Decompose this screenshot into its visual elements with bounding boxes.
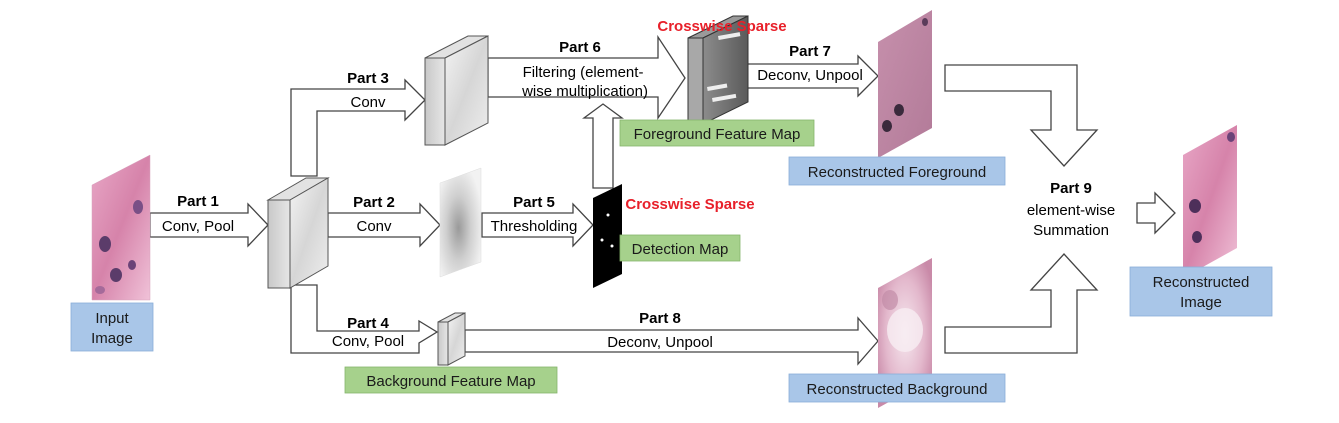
reconstructed-background-box [788,373,1006,403]
reconstructed-image-box [1129,266,1273,317]
part4-title: Part 4 [347,315,389,332]
input-image [91,154,151,301]
part2-title: Part 2 [353,194,395,211]
input-image-label-1: Input [95,310,129,327]
part5-title: Part 5 [513,194,555,211]
detection-map-box [619,234,741,262]
part6-desc-1: Filtering (element- [523,64,644,81]
arrow-part7 [744,54,879,98]
background-feature-map-box [344,366,558,394]
part9-desc-1: element-wise [1027,202,1115,219]
input-image-box [70,302,154,352]
part4-desc: Conv, Pool [332,333,404,350]
detection-map-label: Detection Map [632,241,729,258]
part2-feature-map [439,167,482,278]
crosswise-sparse-top: Crosswise Sparse [657,18,786,35]
part1-title: Part 1 [177,193,219,210]
part3-title: Part 3 [347,70,389,87]
reconstructed-background-image [878,258,932,408]
arrow-detection-up [582,103,624,189]
part6-title: Part 6 [559,39,601,56]
arrow-part8 [464,316,879,366]
arrow-fg-to-sum [944,64,1099,167]
foreground-feature-map-label: Foreground Feature Map [634,126,801,143]
reconstructed-output-image [1183,125,1237,278]
arrow-part3 [290,78,426,177]
arrow-part6 [487,34,686,121]
part9-title: Part 9 [1050,180,1092,197]
part3-feature-block [424,35,489,146]
part5-desc: Thresholding [491,218,578,235]
flow-arrows [149,34,1176,366]
arrow-part1 [149,202,269,248]
reconstructed-foreground-box [788,156,1006,186]
encoder-feature-block [266,177,330,289]
arrow-bg-to-sum [944,253,1099,354]
part2-desc: Conv [356,218,392,235]
part7-desc: Deconv, Unpool [757,67,863,84]
input-image-label-2: Image [91,330,133,347]
part7-title: Part 7 [789,43,831,60]
arrow-part5 [481,202,594,248]
reconstructed-background-label: Reconstructed Background [807,381,988,398]
foreground-feature-block [687,15,749,125]
part6-desc-2: wise multiplication) [521,83,648,100]
reconstructed-foreground-label: Reconstructed Foreground [808,164,986,181]
reconstructed-foreground-image [878,10,932,158]
foreground-feature-map-box [619,119,815,147]
part1-desc: Conv, Pool [162,218,234,235]
reconstructed-image-label-2: Image [1180,294,1222,311]
arrow-part9 [1136,191,1176,235]
part3-desc: Conv [350,94,386,111]
arrow-part4 [290,284,439,354]
crosswise-sparse-mid: Crosswise Sparse [625,196,754,213]
arrow-part2 [327,202,441,248]
background-feature-map-label: Background Feature Map [366,373,535,390]
detection-map-image [593,184,622,288]
part9-desc-2: Summation [1033,222,1109,239]
part8-title: Part 8 [639,310,681,327]
reconstructed-image-label-1: Reconstructed [1153,274,1250,291]
background-feature-block [437,312,466,366]
part8-desc: Deconv, Unpool [607,334,713,351]
